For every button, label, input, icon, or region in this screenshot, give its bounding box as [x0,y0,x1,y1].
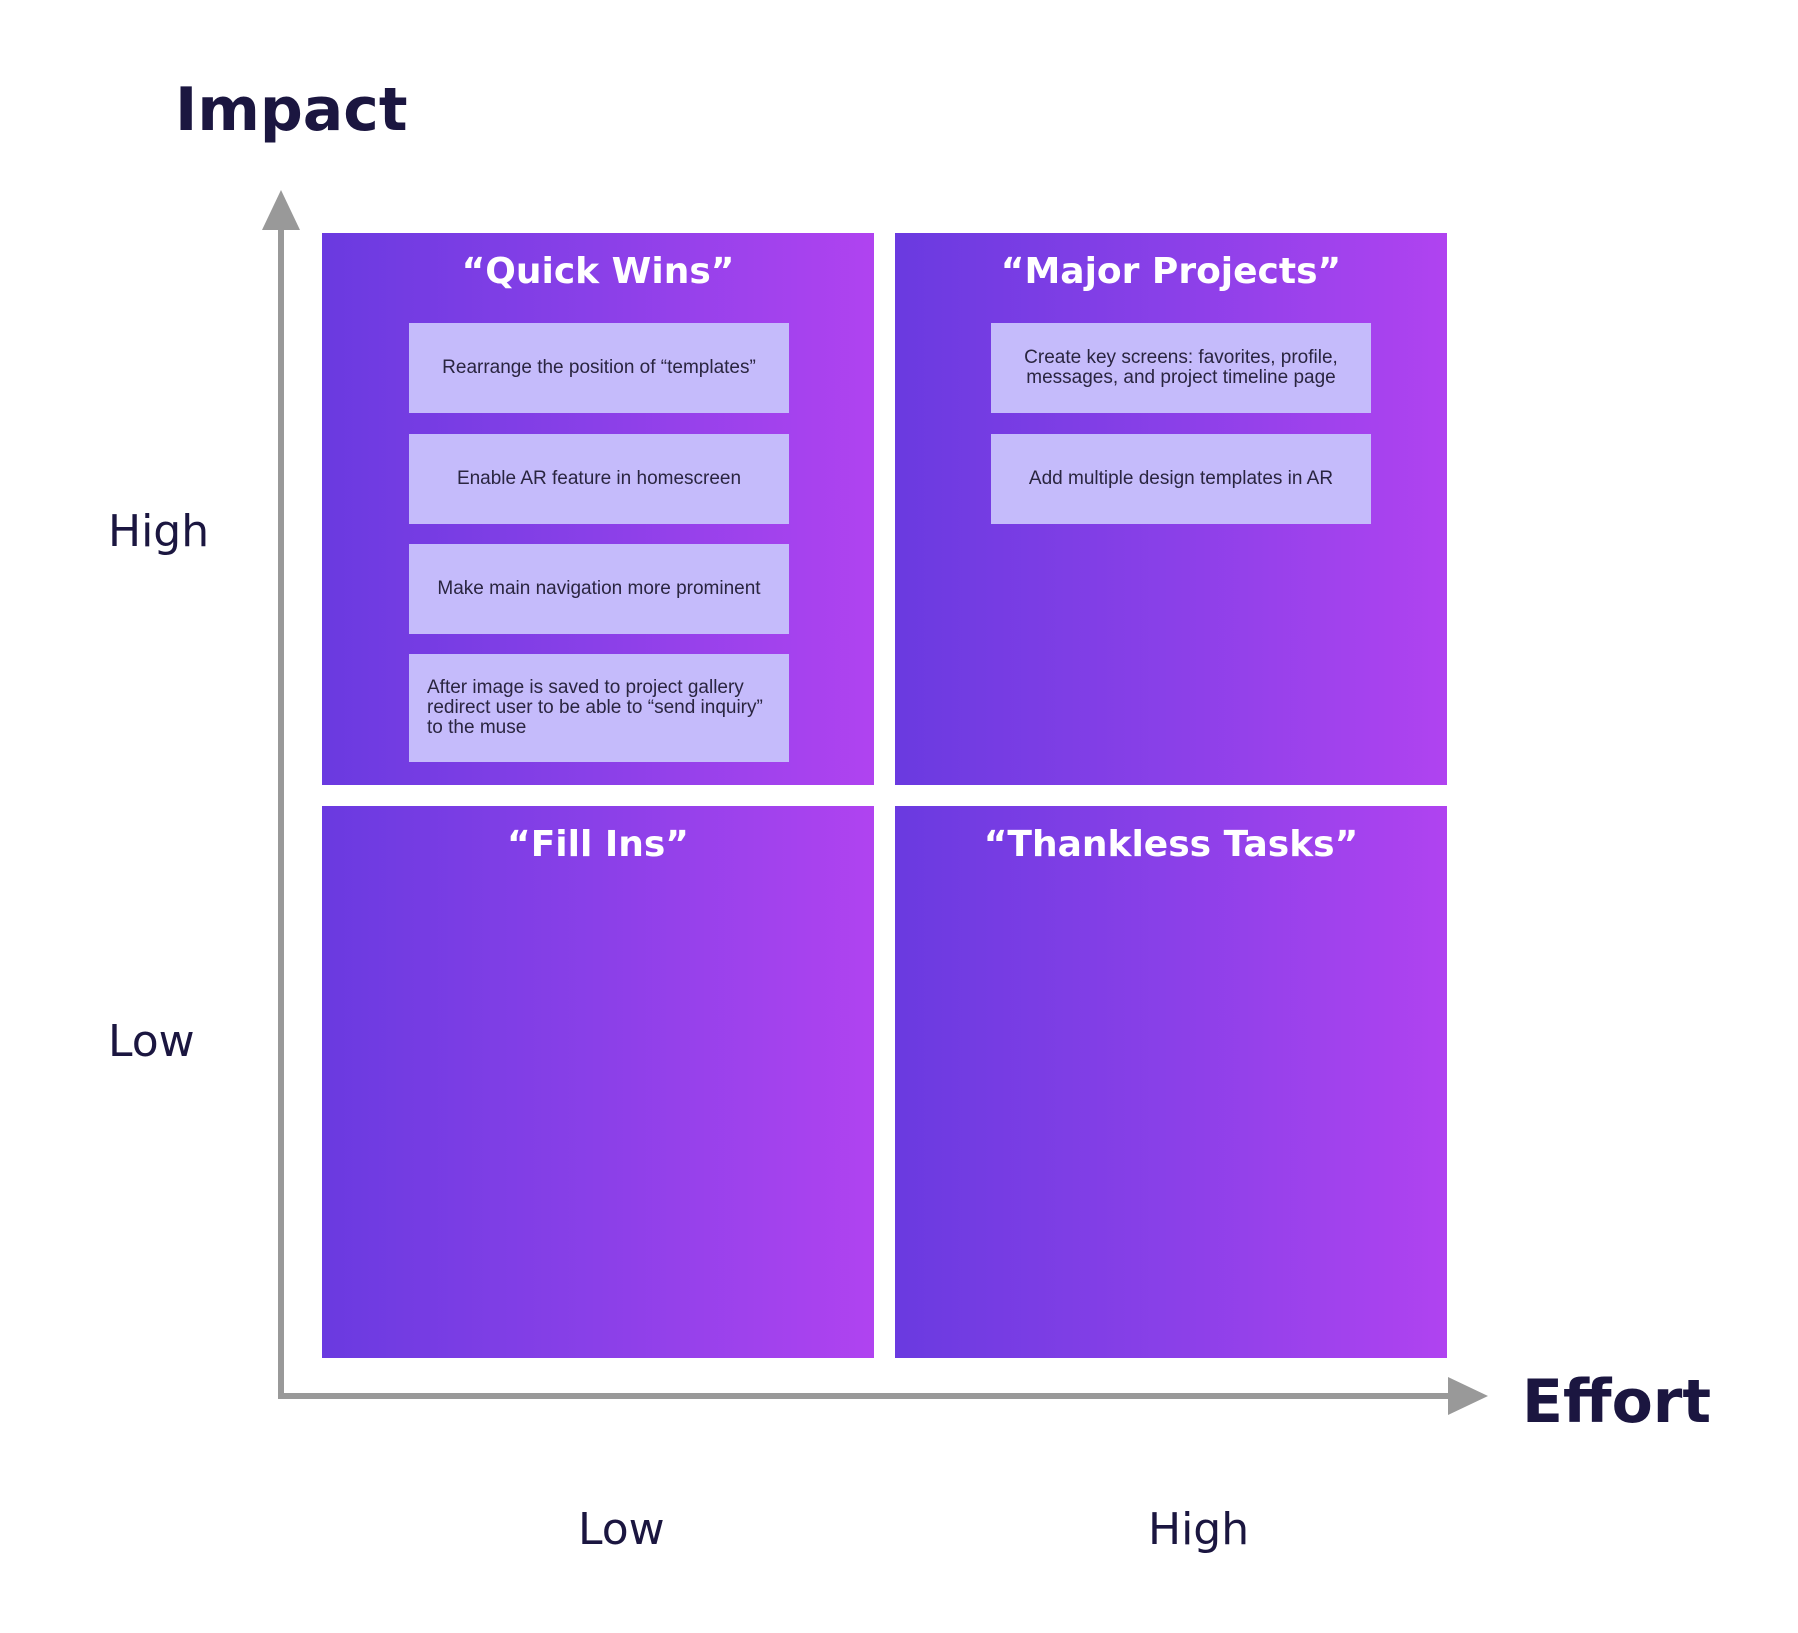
quadrant-title: “Fill Ins” [507,824,689,865]
quadrant-title: “Major Projects” [1000,251,1342,292]
x-axis-arrow-icon [1448,1377,1488,1415]
quadrant-title: “Thankless Tasks” [983,824,1359,865]
y-axis-arrow-icon [262,190,300,230]
card-item[interactable]: Enable AR feature in homescreen [409,434,789,524]
y-axis-high-label: High [108,506,210,557]
card-item[interactable]: Rearrange the position of “templates” [409,323,789,413]
quadrant-thankless-tasks: “Thankless Tasks” [895,806,1447,1358]
quadrant-major-projects: “Major Projects” Create key screens: fav… [895,233,1447,785]
quadrant-fill-ins: “Fill Ins” [322,806,874,1358]
card-item[interactable]: Create key screens: favorites, profile, … [991,323,1371,413]
card-item[interactable]: Add multiple design templates in AR [991,434,1371,524]
quadrant-title: “Quick Wins” [461,251,735,292]
card-item[interactable]: After image is saved to project gallery … [409,654,789,762]
x-axis-high-label: High [1148,1504,1250,1555]
y-axis-low-label: Low [108,1016,195,1067]
card-item[interactable]: Make main navigation more prominent [409,544,789,634]
y-axis-title: Impact [175,75,408,145]
quadrant-quick-wins: “Quick Wins” Rearrange the position of “… [322,233,874,785]
x-axis-low-label: Low [578,1504,665,1555]
x-axis-title: Effort [1522,1367,1712,1437]
